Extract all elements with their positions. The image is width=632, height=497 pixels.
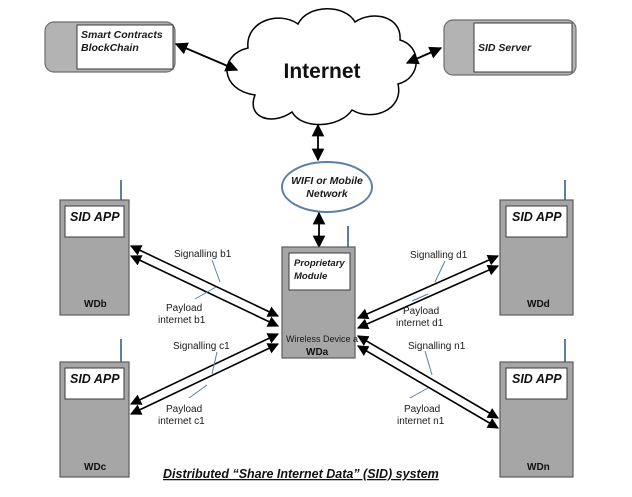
- signalling-c1-label: Signalling c1: [173, 341, 230, 352]
- wdc-app-label: SID APP: [70, 372, 120, 386]
- wdb-app-label: SID APP: [70, 210, 120, 224]
- internet-label: Internet: [283, 60, 360, 83]
- wdd-app-label: SID APP: [512, 210, 562, 224]
- sid-server-label: SID Server: [478, 42, 532, 54]
- payload-b1-line2: internet b1: [158, 315, 206, 326]
- device-wda: Proprietary Module Wireless Device a WDa: [281, 226, 358, 359]
- wdd-wda-payload-arrow: [356, 264, 500, 330]
- smart-contracts-box: Smart Contracts BlockChain: [44, 21, 176, 73]
- device-wdb: SID APP WDb: [59, 180, 130, 316]
- internet-cloud: Internet: [226, 8, 417, 126]
- payload-d1-leader: [411, 293, 429, 302]
- wda-device-label: Wireless Device a: [286, 334, 358, 344]
- wdc-app-box: [64, 367, 125, 400]
- wda-name: WDa: [306, 347, 329, 358]
- signalling-b1-leader: [211, 259, 221, 283]
- wdd-name: WDd: [527, 299, 550, 310]
- payload-b1-leader: [194, 286, 217, 300]
- payload-n1-leader: [409, 387, 429, 399]
- signalling-b1-label: Signalling b1: [174, 249, 232, 260]
- payload-n1-line2: internet n1: [397, 416, 445, 427]
- signalling-n1-leader: [424, 350, 433, 376]
- payload-n1-line1: Payload: [404, 404, 440, 415]
- network-line2: Network: [306, 188, 349, 200]
- payload-d1-line1: Payload: [403, 306, 439, 317]
- signalling-n1-label: Signalling n1: [408, 341, 466, 352]
- smart-contracts-line2: BlockChain: [81, 42, 139, 54]
- device-wdc: SID APP WDc: [59, 339, 130, 478]
- signalling-c1-leader: [211, 351, 218, 375]
- wdn-app-label: SID APP: [512, 372, 562, 386]
- links-b: Signalling b1 Payload internet b1: [129, 245, 280, 327]
- payload-c1-line1: Payload: [166, 404, 202, 415]
- wdn-wda-payload-arrow: [357, 345, 499, 429]
- network-line1: WIFI or Mobile: [291, 175, 363, 187]
- signalling-d1-label: Signalling d1: [410, 250, 468, 261]
- links-n: Signalling n1 Payload internet n1: [357, 335, 499, 429]
- wdb-name: WDb: [84, 299, 107, 310]
- proprietary-module: [288, 252, 351, 291]
- sid-server-box: SID Server: [443, 19, 577, 76]
- module-line1: Proprietary: [294, 258, 345, 269]
- module-line2: Module: [294, 271, 328, 282]
- device-wdd: SID APP WDd: [499, 180, 574, 316]
- signalling-d1-leader: [434, 260, 446, 283]
- wdb-wda-payload-arrow: [129, 255, 280, 327]
- wdc-wda-payload-arrow: [129, 343, 280, 415]
- network-ellipse: WIFI or Mobile Network: [281, 161, 373, 213]
- blockchain-internet-arrow: [174, 42, 239, 72]
- diagram-caption: Distributed “Share Internet Data” (SID) …: [163, 467, 439, 481]
- payload-b1-line1: Payload: [166, 303, 202, 314]
- wdc-name: WDc: [84, 462, 107, 473]
- device-wdn: SID APP WDn: [499, 339, 574, 478]
- payload-d1-line2: internet d1: [396, 318, 444, 329]
- wdd-app-box: [505, 205, 568, 238]
- smart-contracts-line1: Smart Contracts: [81, 29, 163, 41]
- wdb-app-box: [64, 205, 125, 238]
- wdn-app-box: [505, 367, 568, 400]
- links-c: Signalling c1 Payload internet c1: [129, 333, 280, 427]
- wdn-name: WDn: [527, 462, 550, 473]
- payload-c1-line2: internet c1: [158, 416, 205, 427]
- links-d: Signalling d1 Payload internet d1: [356, 250, 500, 330]
- server-internet-arrow: [405, 46, 443, 65]
- payload-c1-leader: [188, 384, 208, 399]
